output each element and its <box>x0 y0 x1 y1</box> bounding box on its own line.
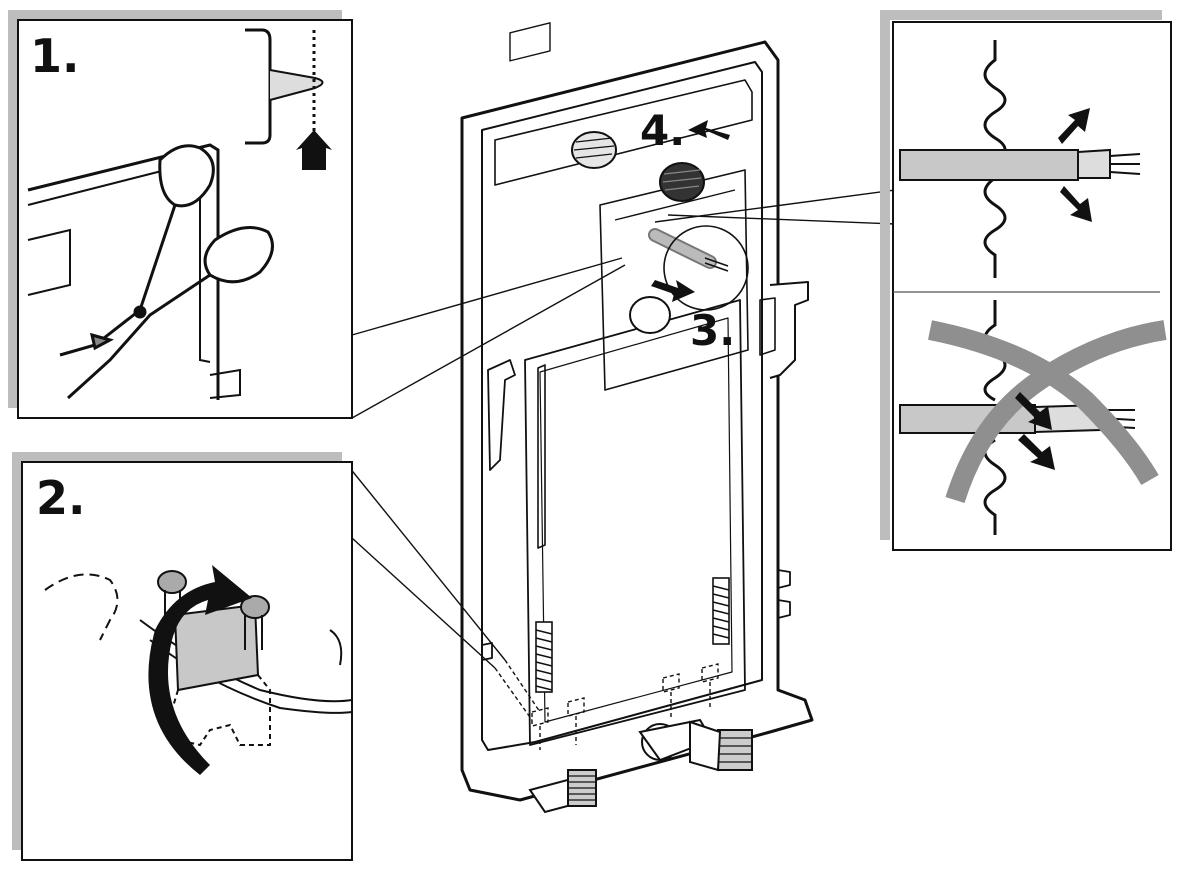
springs <box>535 577 730 693</box>
step1-label: 1. <box>30 29 79 83</box>
rotate-arrow-icon <box>148 565 252 775</box>
step3-arrow-icon <box>651 280 695 302</box>
cross-band-2 <box>945 320 1167 504</box>
cross-band-1 <box>928 320 1159 486</box>
water-connectors <box>528 718 753 814</box>
panel-2: 2. <box>12 452 353 861</box>
right-spring-icon <box>712 577 730 645</box>
panel-cable <box>880 10 1172 551</box>
step2-label: 2. <box>36 471 85 525</box>
scissors-icon <box>59 144 274 400</box>
right-knob-icon <box>659 162 705 202</box>
callout-lines <box>344 189 896 721</box>
left-spring-icon <box>535 621 553 693</box>
right-connector-icon <box>717 729 753 771</box>
panel1-up-arrow-icon <box>296 130 332 170</box>
step4-label: 4. <box>640 106 685 155</box>
lower-arrow-b-icon <box>1018 434 1055 470</box>
cable-icon <box>899 148 1141 181</box>
mounting-backplate <box>460 22 814 802</box>
upper-press-arrow-icon <box>1058 108 1090 144</box>
step3-label: 3. <box>690 306 735 355</box>
panel-1: 1. <box>8 10 353 419</box>
lower-arrow-a-icon <box>1015 392 1052 430</box>
lower-press-arrow-icon <box>1060 186 1092 222</box>
step4-arrow-icon <box>688 120 730 140</box>
bottom-tabs <box>531 663 719 750</box>
top-knobs <box>571 131 749 334</box>
